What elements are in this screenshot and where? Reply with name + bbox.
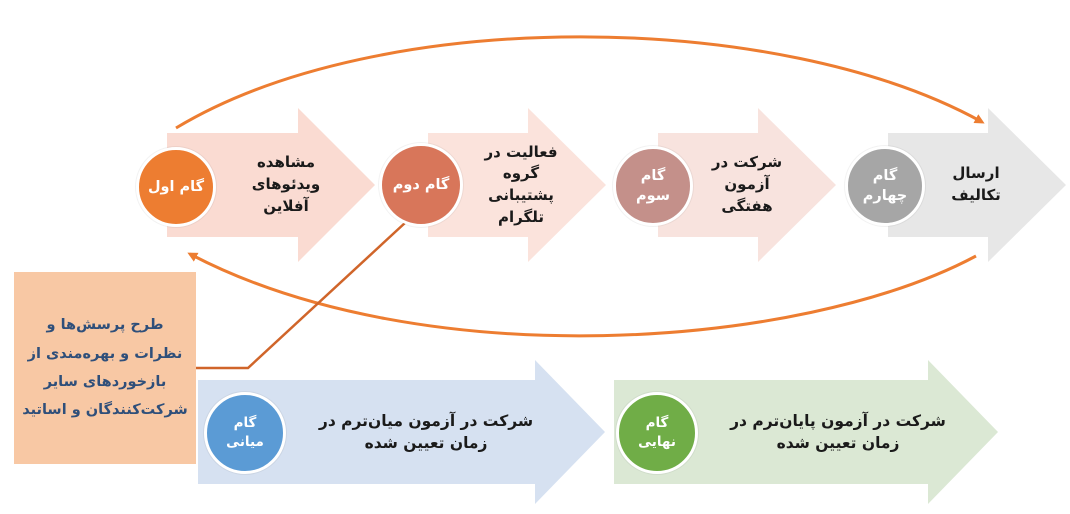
step3-badge: گام سوم: [613, 146, 693, 226]
step4-label: ارسال تکالیف: [951, 164, 1001, 204]
feedback-note-text: طرح پرسش‌ها و نظرات و بهره‌مندی از بازخو…: [22, 317, 188, 419]
step3-arrow: [658, 108, 836, 262]
step2-label: فعالیت در گروه پشتیبانی تلگرام: [484, 142, 558, 226]
step4-badge: گام چهارم: [845, 146, 925, 226]
final-label: شرکت در آزمون پایان‌ترم در زمان تعیین شد…: [730, 411, 946, 452]
midterm-badge: گام میانی: [204, 392, 286, 474]
step2-arrow: [428, 108, 606, 262]
note-connector-line: [196, 221, 407, 370]
feedback-note-box: طرح پرسش‌ها و نظرات و بهره‌مندی از بازخو…: [14, 272, 196, 464]
final-arrow: [614, 360, 998, 504]
midterm-label: شرکت در آزمون میان‌ترم در زمان تعیین شده: [318, 411, 534, 452]
step3-label: شرکت در آزمون هفتگی: [711, 153, 783, 215]
top-loop-arrow: [175, 35, 985, 130]
bottom-loop-arrow: [187, 252, 977, 338]
midterm-arrow: [198, 360, 605, 504]
step2-badge: گام دوم: [379, 143, 463, 227]
final-badge: گام نهایی: [616, 392, 698, 474]
step1-badge: گام اول: [136, 147, 216, 227]
step1-label: مشاهده ویدئوهای آفلاین: [251, 153, 321, 215]
step1-arrow: [167, 108, 375, 262]
step4-arrow: [888, 108, 1066, 262]
